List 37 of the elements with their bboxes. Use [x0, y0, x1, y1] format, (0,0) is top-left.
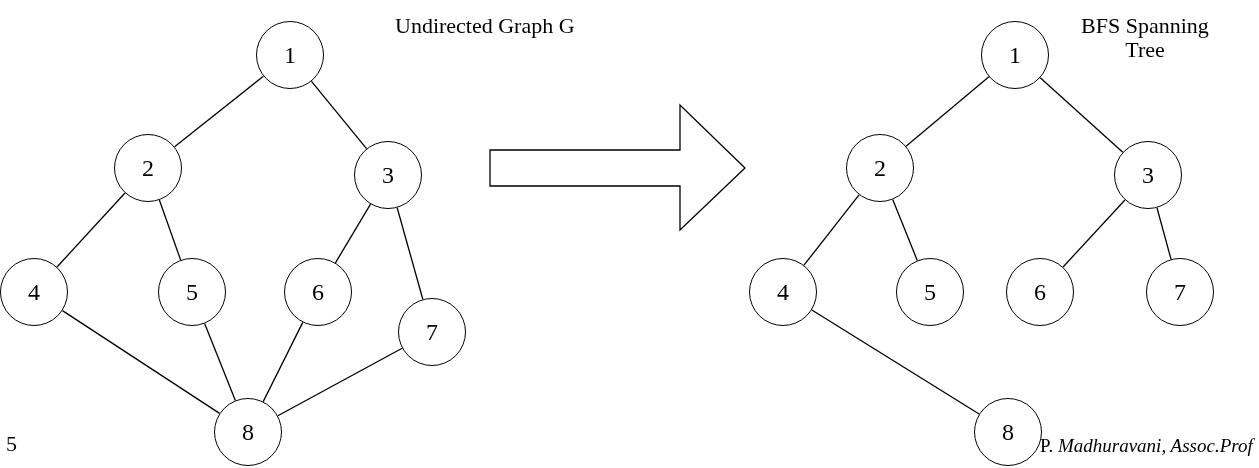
graph-node: 6: [284, 258, 352, 326]
graph-edge: [905, 76, 990, 147]
graph-edge: [396, 207, 424, 300]
graph-edge: [811, 309, 980, 415]
graph-node: 5: [896, 258, 964, 326]
graph-edge: [262, 321, 304, 403]
graph-edge: [277, 347, 403, 417]
graph-edge: [803, 194, 860, 266]
graph-edge: [892, 198, 918, 262]
graph-node: 3: [1114, 141, 1182, 209]
graph-edge: [204, 322, 236, 402]
tree-title: BFS Spanning Tree: [1080, 14, 1210, 63]
graph-node: 2: [846, 134, 914, 202]
graph-node: 5: [158, 258, 226, 326]
graph-edge: [1156, 207, 1172, 260]
graph-node: 2: [114, 134, 182, 202]
graph-edge: [56, 192, 126, 268]
graph-node: 8: [974, 398, 1042, 466]
graph-node: 1: [981, 21, 1049, 89]
graph-edge: [1062, 199, 1126, 268]
graph-node: 8: [214, 398, 282, 466]
graph-node: 1: [256, 21, 324, 89]
graph-node: 4: [749, 258, 817, 326]
graph-edge: [1039, 77, 1124, 153]
graph-edge: [334, 203, 372, 264]
graph-node: 7: [398, 298, 466, 366]
graph-edge: [310, 80, 368, 150]
page-number: 5: [6, 432, 18, 457]
graph-node: 4: [0, 258, 68, 326]
graph-edge: [173, 75, 265, 148]
graph-node: 3: [354, 141, 422, 209]
graph-edge: [61, 309, 221, 415]
author-footer: P. Madhuravani, Assoc.Prof: [1040, 436, 1259, 457]
graph-node: 7: [1146, 258, 1214, 326]
graph-edge: [158, 199, 182, 261]
graph-node: 6: [1006, 258, 1074, 326]
graph-title: Undirected Graph G: [395, 14, 576, 39]
